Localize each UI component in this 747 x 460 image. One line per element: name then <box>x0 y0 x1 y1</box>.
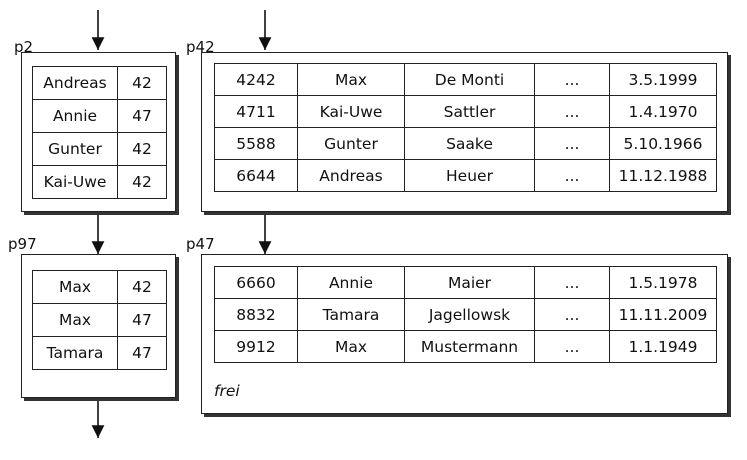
table-cell: ... <box>534 330 610 363</box>
page-label-p42: p42 <box>186 38 215 56</box>
table-cell: ... <box>534 127 610 160</box>
table-cell: 47 <box>117 99 167 133</box>
table-cell: Saake <box>404 127 535 160</box>
page-label-p2: p2 <box>14 38 34 56</box>
table-cell: 8832 <box>214 298 298 331</box>
table-cell: ... <box>534 63 610 96</box>
table-cell: 4711 <box>214 95 298 128</box>
table-cell: 11.11.2009 <box>609 298 717 331</box>
table-cell: Annie <box>297 266 405 299</box>
page-label-p97: p97 <box>8 235 37 253</box>
table-cell: 1.1.1949 <box>609 330 717 363</box>
table-cell: Kai-Uwe <box>297 95 405 128</box>
table-cell: Jagellowsk <box>404 298 535 331</box>
table-cell: 47 <box>117 303 167 337</box>
table-cell: ... <box>534 95 610 128</box>
table-cell: 4242 <box>214 63 298 96</box>
table-cell: Annie <box>32 99 118 133</box>
table-cell: Gunter <box>297 127 405 160</box>
table-cell: Mustermann <box>404 330 535 363</box>
table-cell: Maier <box>404 266 535 299</box>
table-cell: Max <box>32 270 118 304</box>
table-cell: Sattler <box>404 95 535 128</box>
table-cell: ... <box>534 266 610 299</box>
table-cell: 1.4.1970 <box>609 95 717 128</box>
table-cell: 6644 <box>214 159 298 192</box>
table-cell: 9912 <box>214 330 298 363</box>
table-cell: 42 <box>117 132 167 166</box>
table-cell: 42 <box>117 270 167 304</box>
table-cell: 47 <box>117 336 167 370</box>
table-cell: Gunter <box>32 132 118 166</box>
table-cell: Kai-Uwe <box>32 165 118 199</box>
table-cell: 6660 <box>214 266 298 299</box>
table-cell: Andreas <box>297 159 405 192</box>
table-cell: 42 <box>117 165 167 199</box>
table-cell: De Monti <box>404 63 535 96</box>
table-cell: 5588 <box>214 127 298 160</box>
table-cell: Tamara <box>297 298 405 331</box>
table-cell: Max <box>297 330 405 363</box>
page-label-p47: p47 <box>186 235 215 253</box>
table-cell: 42 <box>117 66 167 100</box>
table-cell: ... <box>534 298 610 331</box>
table-cell: 1.5.1978 <box>609 266 717 299</box>
free-space-label: frei <box>214 382 240 400</box>
table-cell: Max <box>32 303 118 337</box>
table-cell: Andreas <box>32 66 118 100</box>
table-cell: 5.10.1966 <box>609 127 717 160</box>
table-cell: Tamara <box>32 336 118 370</box>
table-cell: ... <box>534 159 610 192</box>
table-cell: 3.5.1999 <box>609 63 717 96</box>
table-cell: Max <box>297 63 405 96</box>
table-cell: Heuer <box>404 159 535 192</box>
table-cell: 11.12.1988 <box>609 159 717 192</box>
